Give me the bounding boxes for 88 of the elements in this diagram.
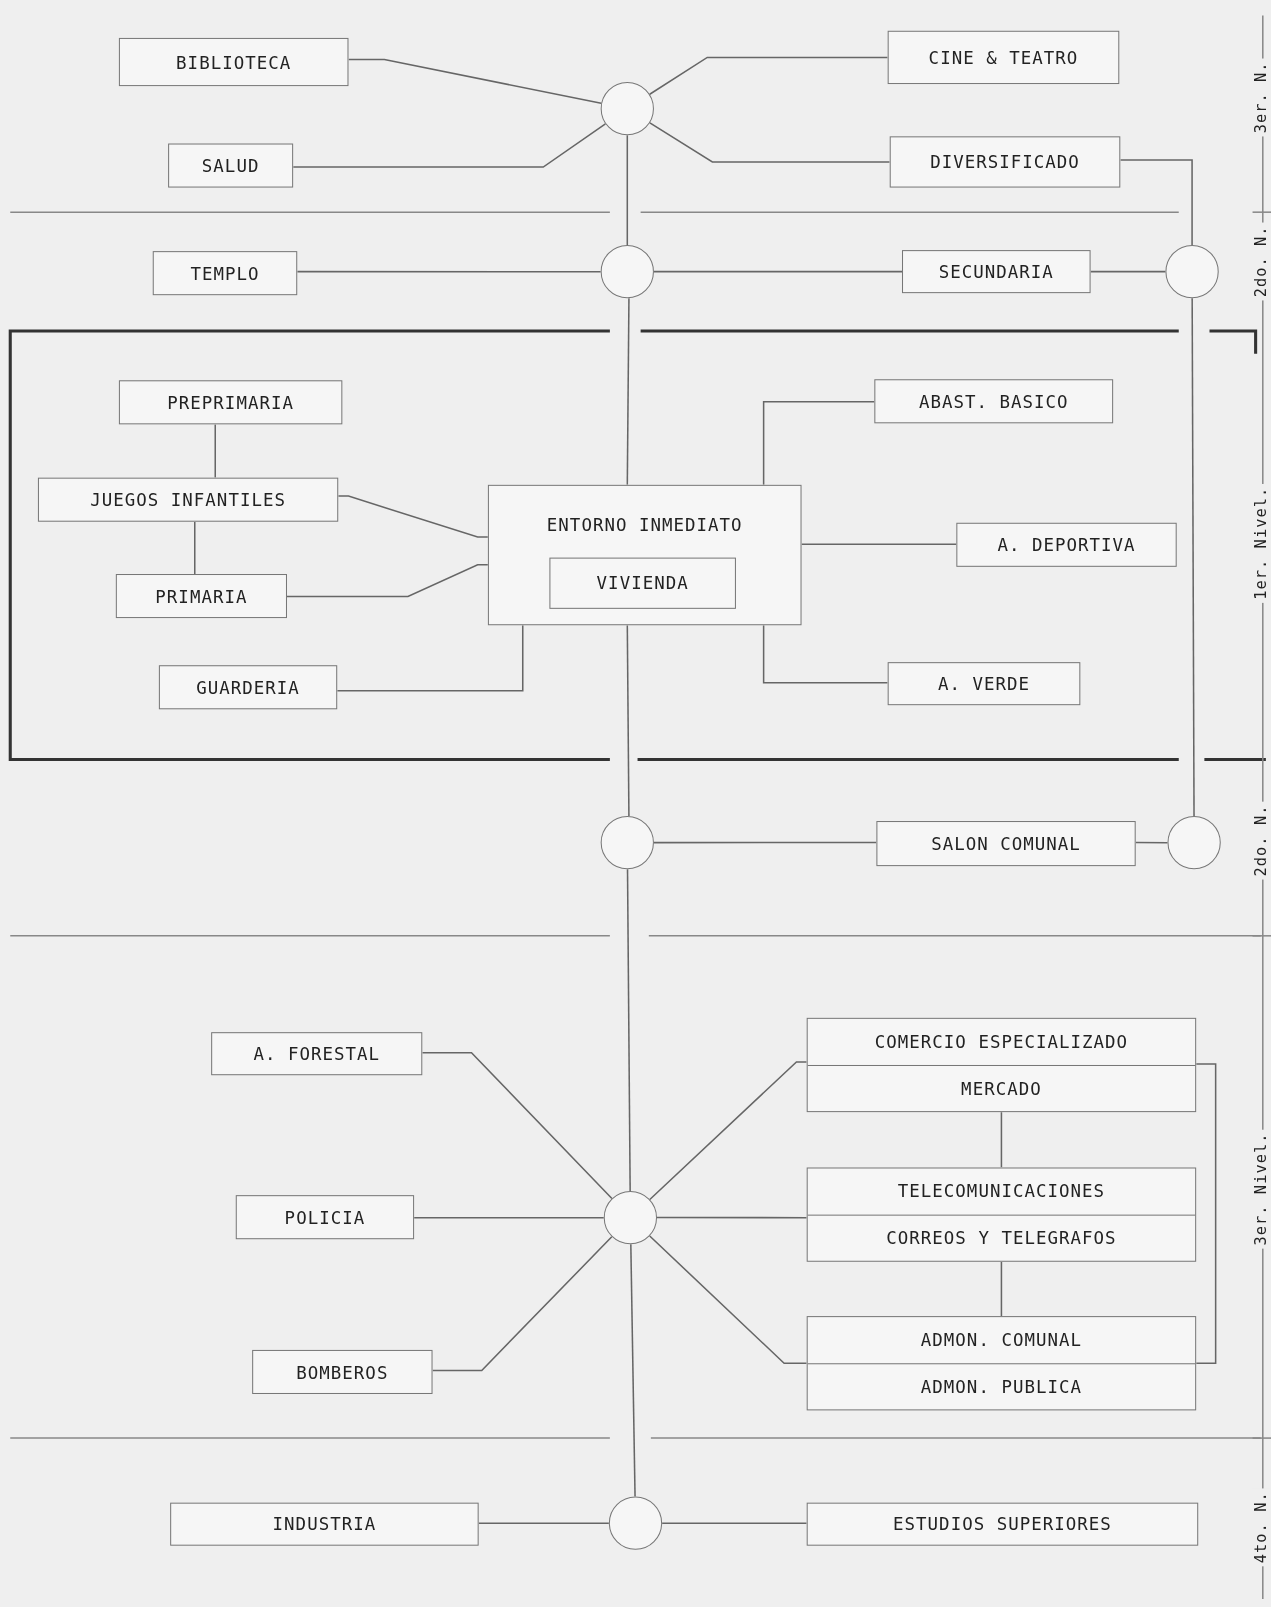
hub-circle: [600, 82, 654, 136]
box-label: POLICIA: [283, 1205, 367, 1230]
connector-line: [653, 841, 878, 844]
box-label: CINE & TEATRO: [927, 46, 1080, 70]
facility-box: [118, 380, 343, 425]
facility-box: [806, 1017, 1197, 1113]
connector-line: [477, 1522, 610, 1524]
facility-box: [806, 1502, 1199, 1546]
connector-line: [431, 1236, 613, 1372]
box-label: ADMON. PUBLICA: [807, 1362, 1196, 1410]
connector-line: [1134, 841, 1169, 844]
connector-line: [661, 1522, 808, 1524]
facility-box: [158, 665, 338, 710]
facility-box: [806, 1316, 1197, 1411]
facility-box: [874, 379, 1114, 424]
connector-line: [292, 123, 607, 168]
box-label: BOMBEROS: [295, 1360, 390, 1385]
box-label: ESTUDIOS SUPERIORES: [892, 1512, 1113, 1537]
connector-line: [656, 1216, 808, 1219]
facility-box: [37, 477, 339, 522]
connector-line: [1191, 297, 1195, 817]
box-label: DIVERSIFICADO: [929, 150, 1081, 175]
connector-line: [626, 624, 630, 817]
connector-line: [626, 297, 630, 486]
connector-line: [762, 401, 876, 486]
facility-box: [902, 250, 1091, 294]
connector-line: [1000, 1261, 1003, 1317]
facility-box: [956, 522, 1177, 567]
connector-line: [336, 624, 524, 692]
facility-box: [252, 1349, 433, 1394]
facility-box: [170, 1502, 479, 1546]
connector-line: [630, 1243, 636, 1498]
box-label: ABAST. BASICO: [917, 390, 1070, 414]
box-label: PRIMARIA: [154, 584, 249, 609]
box-label: GUARDERIA: [195, 676, 301, 700]
hub-circle: [603, 1191, 657, 1245]
box-label: COMERCIO ESPECIALIZADO: [873, 1030, 1130, 1054]
box-label: CORREOS Y TELEGRAFOS: [807, 1214, 1196, 1261]
box-label: SALUD: [200, 154, 261, 178]
connector-line: [1089, 270, 1167, 273]
facility-box: [889, 136, 1121, 188]
connector-line: [337, 495, 489, 538]
connector-line: [626, 868, 631, 1192]
connector-line: [626, 134, 629, 246]
connector-line: [1000, 1111, 1003, 1169]
connector-line: [1195, 1063, 1217, 1364]
box-label: TEMPLO: [189, 261, 261, 286]
connector-line: [1119, 159, 1193, 246]
facility-box: [115, 574, 287, 619]
connector-line: [413, 1216, 605, 1219]
area-box: [487, 484, 802, 626]
connector-line: [648, 1235, 808, 1364]
box-label: INDUSTRIA: [271, 1512, 378, 1537]
box-label: MERCADO: [807, 1064, 1196, 1112]
facility-box: [152, 251, 298, 296]
box-label: JUEGOS INFANTILES: [89, 488, 287, 512]
facility-box: [549, 557, 736, 609]
facility-box: [887, 30, 1120, 85]
connector-line: [762, 624, 889, 684]
connector-line: [286, 564, 489, 598]
facility-box: [876, 821, 1136, 867]
box-label: A. DEPORTIVA: [996, 533, 1137, 558]
connector-line: [214, 423, 216, 479]
box-label: ADMON. COMUNAL: [919, 1328, 1084, 1353]
box-label: A. VERDE: [936, 672, 1032, 696]
connector-line: [653, 270, 903, 273]
connector-line: [649, 1061, 808, 1201]
box-label: SECUNDARIA: [937, 260, 1055, 284]
connector-line: [649, 122, 891, 163]
facility-box: [235, 1195, 415, 1240]
box-label: VIVIENDA: [595, 571, 690, 596]
facility-box: [887, 662, 1081, 706]
connector-line: [296, 270, 602, 273]
connector-line: [800, 543, 958, 546]
box-label: SALON COMUNAL: [930, 832, 1082, 856]
facility-box: [118, 37, 349, 87]
connector-line: [194, 520, 196, 575]
area-title: ENTORNO INMEDIATO: [545, 514, 744, 536]
connector-line: [421, 1051, 613, 1200]
box-label: BIBLIOTECA: [175, 50, 293, 75]
facility-box: [806, 1167, 1197, 1262]
facility-box: [211, 1032, 423, 1076]
box-label: PREPRIMARIA: [166, 391, 295, 415]
connector-line: [648, 56, 889, 96]
box-label: A. FORESTAL: [252, 1042, 382, 1066]
facility-box: [168, 143, 294, 188]
connector-line: [347, 58, 602, 105]
box-label: TELECOMUNICACIONES: [896, 1180, 1107, 1204]
